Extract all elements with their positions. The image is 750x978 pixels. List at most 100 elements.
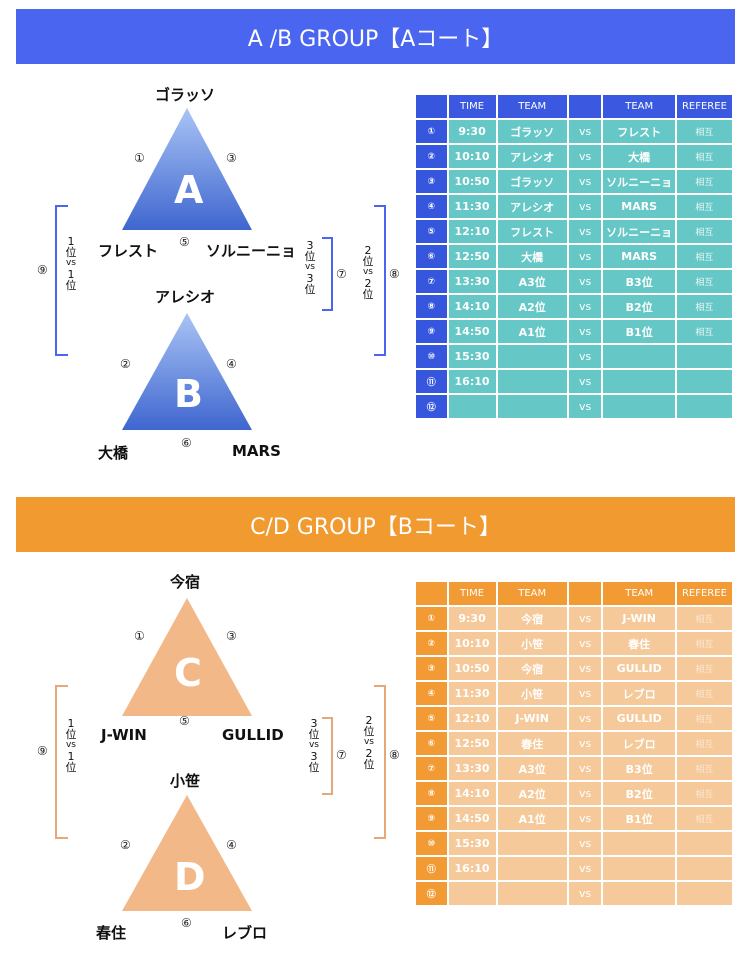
header-team-2: TEAM <box>603 95 675 118</box>
match-time: 14:10 <box>448 295 496 318</box>
match-7-marker: ⑦ <box>336 748 347 762</box>
match-time: 16:10 <box>448 857 496 880</box>
match-number: ② <box>416 632 447 655</box>
team-2 <box>603 395 675 418</box>
team-2: 大橋 <box>603 145 675 168</box>
match-8-marker: ⑧ <box>389 748 400 762</box>
match-6-marker: ⑥ <box>181 436 192 450</box>
group-ab-diagram: A ゴラッソ フレスト ソルニーニョ ① ③ ⑤ B アレシオ 大橋 MARS … <box>0 80 410 490</box>
group-a-left-team: フレスト <box>98 242 159 260</box>
team-2: 春住 <box>603 632 675 655</box>
match-number: ⑧ <box>416 295 447 318</box>
group-d-letter: D <box>174 855 206 899</box>
vs-label: vs <box>568 757 602 780</box>
triangle-a <box>122 108 252 230</box>
referee <box>676 832 732 855</box>
match-number: ⑪ <box>416 857 447 880</box>
match-number: ⑫ <box>416 882 447 905</box>
match-time <box>448 395 496 418</box>
match-time: 11:30 <box>448 682 496 705</box>
vs-label: vs <box>568 607 602 630</box>
match-9-marker: ⑨ <box>37 744 48 758</box>
team-1: 小笹 <box>497 682 567 705</box>
team-2: B1位 <box>603 807 675 830</box>
match-4-marker: ④ <box>226 838 237 852</box>
referee: 相互 <box>676 220 732 243</box>
group-d-left-team: 春住 <box>96 924 127 942</box>
header-time: TIME <box>448 95 496 118</box>
match-time: 10:10 <box>448 632 496 655</box>
vs-label: vs <box>568 170 602 193</box>
team-1: 春住 <box>497 732 567 755</box>
vs-label: vs <box>568 345 602 368</box>
team-1: 今宿 <box>497 607 567 630</box>
vs-label: vs <box>568 657 602 680</box>
vs-label: vs <box>568 782 602 805</box>
referee: 相互 <box>676 682 732 705</box>
group-a-right-team: ソルニーニョ <box>206 242 297 260</box>
header-referee: REFEREE <box>676 582 732 605</box>
match-number: ⑥ <box>416 732 447 755</box>
match-number: ⑧ <box>416 782 447 805</box>
referee: 相互 <box>676 757 732 780</box>
bracket-left <box>55 685 68 839</box>
referee: 相互 <box>676 707 732 730</box>
match-time: 12:10 <box>448 707 496 730</box>
vs-label: vs <box>568 120 602 143</box>
match-2-marker: ② <box>120 838 131 852</box>
header-time: TIME <box>448 582 496 605</box>
vs-label: vs <box>568 295 602 318</box>
match-time: 12:50 <box>448 245 496 268</box>
match-time <box>448 882 496 905</box>
group-b-right-team: MARS <box>232 442 281 460</box>
team-2 <box>603 857 675 880</box>
match-time: 12:10 <box>448 220 496 243</box>
team-1: A1位 <box>497 807 567 830</box>
referee <box>676 395 732 418</box>
match-time: 14:50 <box>448 320 496 343</box>
vs-label: vs <box>568 245 602 268</box>
team-1: 大橋 <box>497 245 567 268</box>
match-2-marker: ② <box>120 357 131 371</box>
match-number: ⑦ <box>416 757 447 780</box>
match-time: 10:10 <box>448 145 496 168</box>
group-b-left-team: 大橋 <box>98 444 129 462</box>
team-1 <box>497 395 567 418</box>
group-cd-banner: C/D GROUP【Bコート】 <box>16 497 735 552</box>
team-2: B3位 <box>603 757 675 780</box>
team-1: A1位 <box>497 320 567 343</box>
team-2 <box>603 832 675 855</box>
triangle-c <box>122 598 252 716</box>
vs-label: vs <box>568 220 602 243</box>
team-1: A3位 <box>497 270 567 293</box>
vs-label: vs <box>568 807 602 830</box>
team-1: ゴラッソ <box>497 120 567 143</box>
referee: 相互 <box>676 632 732 655</box>
vs-label: vs <box>568 270 602 293</box>
group-c-left-team: J-WIN <box>101 726 147 744</box>
header-referee: REFEREE <box>676 95 732 118</box>
team-2: B2位 <box>603 782 675 805</box>
match-number: ⑤ <box>416 707 447 730</box>
bracket-mid <box>322 237 333 311</box>
team-2: GULLID <box>603 707 675 730</box>
header-vs <box>568 582 602 605</box>
referee: 相互 <box>676 145 732 168</box>
triangle-d <box>122 795 252 911</box>
team-2: MARS <box>603 245 675 268</box>
vs-label: vs <box>568 320 602 343</box>
team-1 <box>497 832 567 855</box>
vs-label: vs <box>568 732 602 755</box>
referee: 相互 <box>676 170 732 193</box>
referee <box>676 857 732 880</box>
